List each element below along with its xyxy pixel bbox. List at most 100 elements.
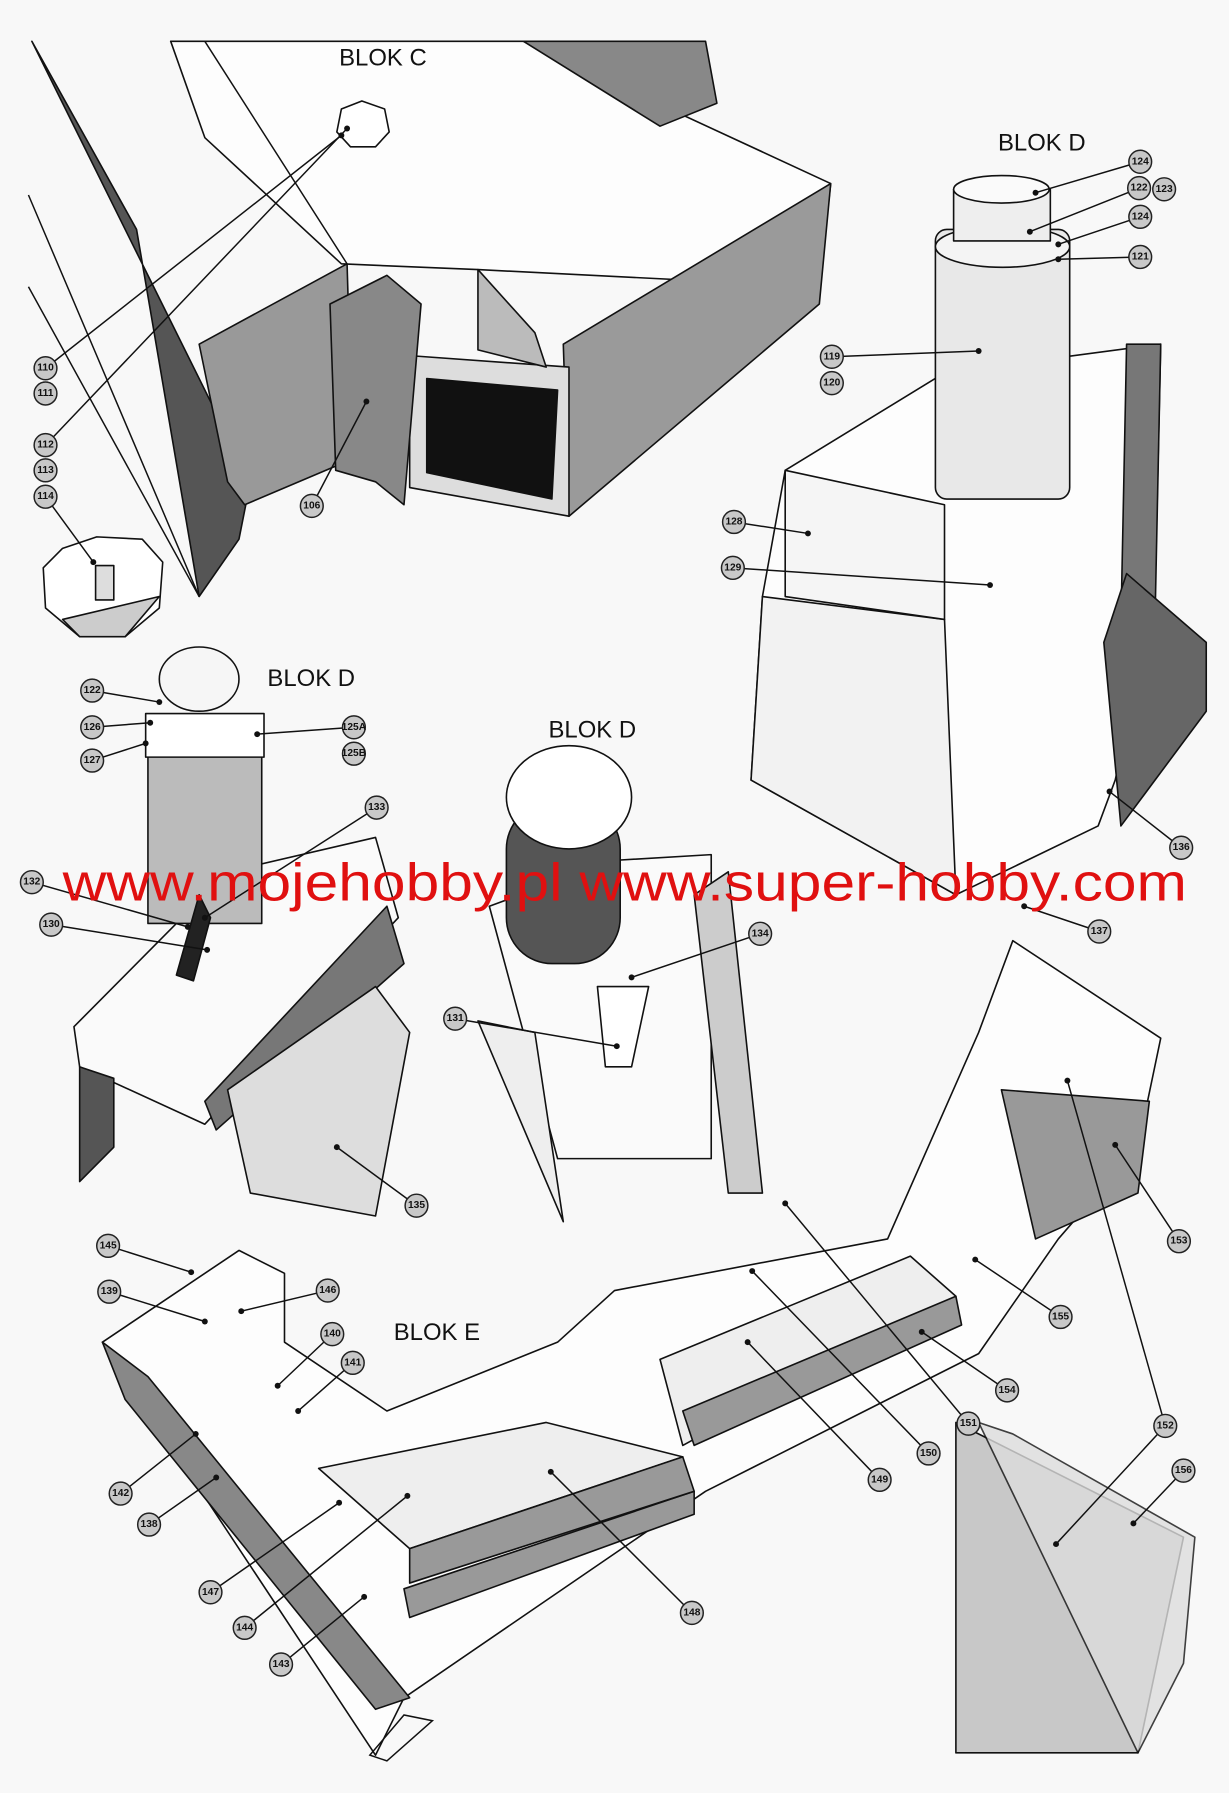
callout-circle	[819, 344, 844, 369]
callout-number: 106	[303, 500, 320, 511]
callout-number: 153	[1170, 1236, 1187, 1247]
wall-side	[403, 1490, 695, 1619]
callout-146: 146	[238, 1278, 340, 1315]
callout-number: 111	[38, 388, 54, 399]
leader-dot	[987, 582, 993, 589]
callout-number: 152	[1157, 1420, 1174, 1431]
callout-circle	[1048, 1304, 1073, 1330]
blok-c-label: BLOK C	[339, 44, 427, 71]
callout-number: 114	[37, 491, 54, 502]
callout-circle	[33, 484, 58, 509]
leader-line	[204, 806, 378, 919]
leader-dot	[1106, 788, 1113, 795]
leader-line	[1058, 216, 1141, 246]
callout-155: 155	[972, 1256, 1073, 1330]
callout-circle	[867, 1467, 892, 1493]
callout-number: 154	[999, 1385, 1016, 1396]
leader-line	[455, 1017, 617, 1047]
leader-dot	[1055, 241, 1062, 248]
leader-line	[1058, 256, 1141, 261]
leader-dot	[361, 1593, 368, 1600]
callout-126: 126	[80, 715, 154, 740]
callout-134: 134	[628, 921, 773, 981]
callout-circle	[136, 1512, 162, 1537]
leader-line	[733, 521, 809, 535]
callout-number: 127	[84, 755, 101, 766]
callout-number: 120	[823, 378, 840, 389]
callout-number: 140	[324, 1329, 341, 1340]
leader-dot	[142, 740, 149, 747]
leader-dot	[238, 1308, 245, 1315]
callout-114: 114	[33, 484, 97, 566]
leader-line	[311, 401, 368, 507]
octagon-post	[94, 564, 115, 601]
walkway-side	[681, 1295, 963, 1447]
callout-112: 112	[33, 125, 351, 458]
leader-line	[831, 350, 979, 358]
slot	[596, 985, 650, 1068]
callout-circle	[679, 1600, 705, 1626]
leader-dot	[1032, 189, 1039, 196]
leader-dot	[628, 974, 635, 981]
dark-slot	[175, 893, 212, 982]
callout-number: 121	[1132, 251, 1149, 262]
callout-number: 129	[724, 562, 741, 573]
blok-d-label-right: BLOK D	[998, 129, 1086, 156]
leader-line	[148, 1476, 217, 1526]
callout-149: 149	[744, 1339, 892, 1493]
callout-circle	[33, 458, 58, 483]
callout-circle	[1128, 244, 1153, 270]
wall-side	[101, 1341, 411, 1711]
callout-number: 136	[1173, 842, 1190, 853]
callout-number: 155	[1052, 1311, 1069, 1322]
callout-144: 144	[232, 1492, 411, 1641]
leader-dot	[613, 1043, 620, 1050]
back-wall	[522, 40, 718, 127]
gate-tower	[329, 274, 422, 506]
callout-136: 136	[1106, 788, 1194, 860]
callout-circle	[97, 1279, 122, 1304]
leader-line	[241, 1289, 328, 1312]
leader-dot	[336, 1499, 343, 1506]
callout-124: 124	[1032, 149, 1153, 196]
callout-circle	[748, 921, 773, 946]
callout-circle	[95, 1233, 121, 1259]
callout-number: 145	[100, 1240, 117, 1251]
leader-dot	[547, 1468, 554, 1475]
callout-number: 122	[84, 685, 101, 696]
callout-circle	[1153, 1413, 1178, 1439]
callout-number: 124	[1132, 156, 1149, 167]
callout-circle	[956, 1411, 981, 1436]
callout-circle	[404, 1193, 429, 1218]
callout-circle	[108, 1481, 133, 1506]
leader-dot	[204, 946, 211, 953]
callout-138: 138	[136, 1474, 220, 1537]
callout-147: 147	[198, 1499, 343, 1605]
construction-line	[27, 286, 200, 597]
callout-circle	[364, 795, 389, 820]
octagon-part-small	[336, 100, 390, 148]
callout-circle	[33, 356, 58, 381]
leader-line	[751, 1270, 930, 1454]
callout-140: 140	[274, 1321, 345, 1389]
leader-dot	[804, 530, 811, 537]
callout-circle	[315, 1278, 340, 1303]
window-wall	[784, 469, 946, 621]
callout-circle	[198, 1580, 223, 1605]
leader-dot	[749, 1268, 756, 1275]
callout-145: 145	[95, 1233, 195, 1276]
leader-line	[921, 1331, 1008, 1391]
leader-dot	[274, 1382, 281, 1389]
callout-130: 130	[39, 912, 211, 953]
leader-line	[44, 127, 348, 446]
right-flap	[693, 871, 764, 1194]
callout-circle	[80, 678, 105, 703]
callout-number: 150	[920, 1448, 937, 1459]
callout-number: 132	[23, 877, 40, 888]
callout-circle	[916, 1441, 941, 1466]
callout-151: 151	[782, 1200, 981, 1436]
leader-dot	[1026, 228, 1033, 235]
callout-number: 134	[752, 928, 769, 939]
leader-line	[1029, 187, 1140, 233]
leader-line	[732, 567, 991, 586]
